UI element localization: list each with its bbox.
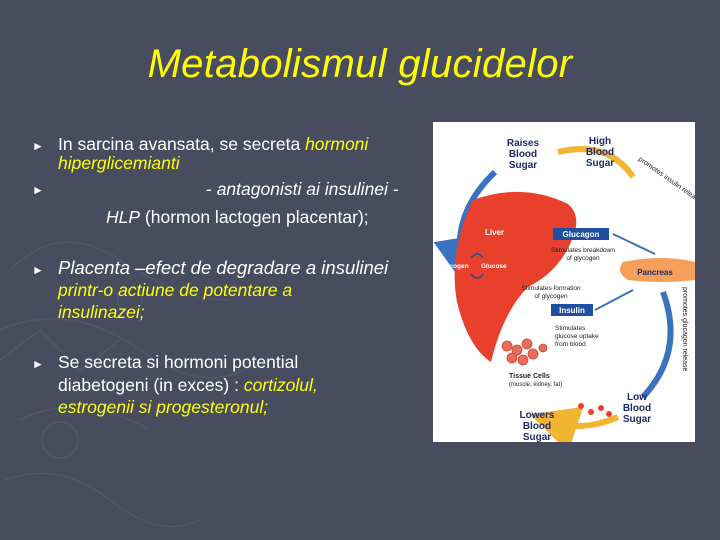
tissue-cells-label-1: Tissue Cells <box>509 373 550 380</box>
pancreas-shape <box>619 258 695 282</box>
cycle-arrow-right <box>640 290 674 400</box>
cycle-arrow-top <box>557 146 636 179</box>
cycle-arrow-bottom <box>530 406 620 453</box>
tissue-cells-icon <box>501 338 548 366</box>
bullet-3-line-2: printr-o actiune de potentare a <box>58 280 293 300</box>
slide-title: Metabolismul glucidelor <box>147 42 573 86</box>
bullet-1-line-2: hiperglicemianti <box>58 153 180 173</box>
bullet-3-line-3: insulinazei; <box>58 302 145 322</box>
bullet-4-line-2: diabetogeni (in exces) : cortizolul, <box>58 375 318 395</box>
bullet-4-line-3: estrogenii si progesteronul; <box>58 397 269 417</box>
bullet-2-hlp-desc: (hormon lactogen placentar); <box>140 207 369 227</box>
glycogen-glucose-arrows <box>470 253 484 279</box>
bullet-1-text: In sarcina avansata, se secreta <box>58 134 306 154</box>
low-label-1: Low <box>627 392 647 403</box>
lowers-label-3: Sugar <box>523 432 551 442</box>
bullet-2-line-1: - antagonisti ai insulinei - <box>206 179 399 199</box>
blood-cells-icon <box>578 403 612 417</box>
stim-breakdown-2: of glycogen <box>566 255 600 262</box>
bullet-3-text-1: Placenta –efect de degradare a insulinei <box>58 257 389 278</box>
lowers-label-1: Lowers <box>519 410 554 421</box>
high-label-3: Sugar <box>586 158 614 169</box>
bullet-1-line-1: In sarcina avansata, se secreta hormoni <box>58 134 368 154</box>
low-label-2: Blood <box>623 403 651 414</box>
insulin-box <box>551 304 593 316</box>
raises-label-1: Raises <box>507 138 540 149</box>
stim-uptake-3: from blood <box>555 341 586 348</box>
bullet-marker: ► <box>32 263 44 277</box>
stim-uptake-2: glucose uptake <box>555 333 599 340</box>
insulin-arrow <box>594 289 634 311</box>
bullet-2-dash: - <box>206 179 217 199</box>
raises-label-3: Sugar <box>509 160 537 171</box>
bullet-3-line-1: Placenta –efect de degradare a insulinei <box>58 258 388 278</box>
glycogen-label: Glycogen <box>439 263 469 270</box>
bullet-4-line-1: Se secreta si hormoni potential <box>58 352 299 372</box>
stim-breakdown-1: Stimulates breakdown <box>551 247 615 254</box>
raises-label-2: Blood <box>509 149 537 160</box>
bullet-marker: ► <box>32 139 44 153</box>
bullet-2-hlp: HLP <box>106 207 141 227</box>
lowers-label-2: Blood <box>523 421 551 432</box>
bullet-4-emphasis: cortizolul, <box>243 375 318 395</box>
bullet-2-line-2: HLP (hormon lactogen placentar); <box>106 207 369 227</box>
glucose-label: Glucose <box>481 263 507 270</box>
promotes-insulin-text: promotes insulin release <box>637 156 695 205</box>
high-label-1: High <box>589 136 611 147</box>
glucagon-arrow <box>612 233 656 255</box>
liver-shape <box>454 191 577 362</box>
bullet-marker: ► <box>32 357 44 371</box>
promotes-glucagon-text: promotes glucagon release <box>681 287 688 372</box>
bullet-marker: ► <box>32 183 44 197</box>
stim-formation-2: of glycogen <box>534 293 568 300</box>
glucose-regulation-diagram: Raises Blood Sugar High Blood Sugar prom… <box>433 122 703 453</box>
insulin-label: Insulin <box>559 306 585 315</box>
bullet-1-emphasis: hormoni <box>305 134 369 154</box>
bullet-2-emphasis: antagonisti ai insulinei - <box>216 179 399 199</box>
liver-label: Liver <box>485 228 504 237</box>
pancreas-label: Pancreas <box>637 268 673 277</box>
stim-uptake-1: Stimulates <box>555 325 586 332</box>
stim-formation-1: Stimulates formation <box>521 285 581 292</box>
tissue-cells-label-2: (muscle, kidney, fat) <box>509 382 562 388</box>
low-label-3: Sugar <box>623 414 651 425</box>
glucagon-label: Glucagon <box>563 230 600 239</box>
high-label-2: Blood <box>586 147 614 158</box>
glucagon-box <box>553 228 609 240</box>
bullet-4-text: diabetogeni (in exces) : <box>58 375 244 395</box>
